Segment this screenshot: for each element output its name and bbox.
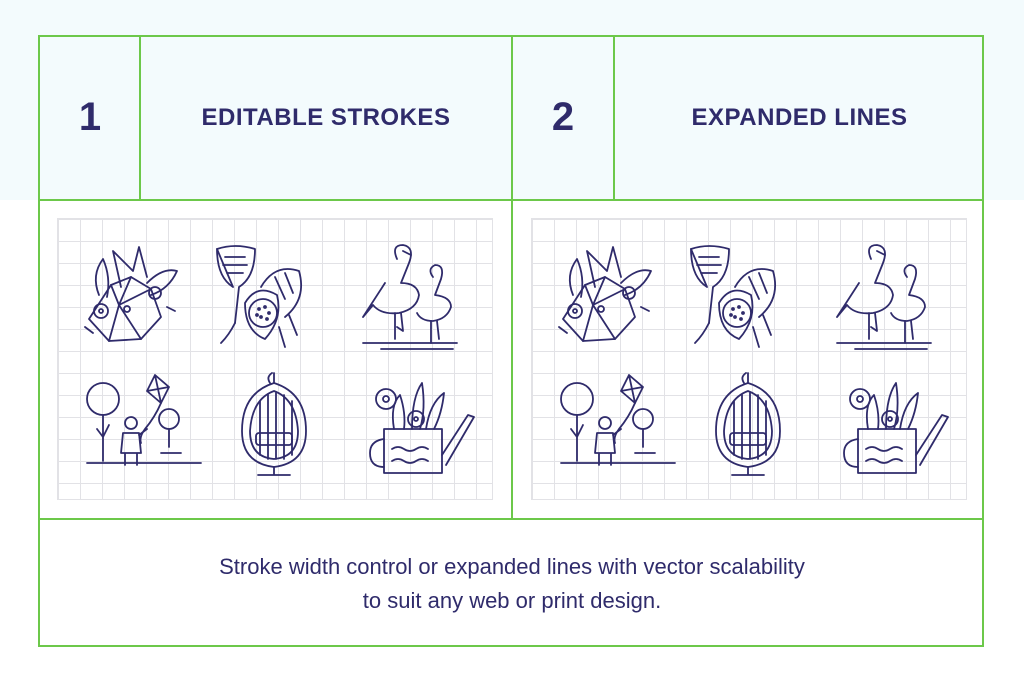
flower-bouquet-icon xyxy=(558,246,652,342)
divider xyxy=(511,35,513,520)
divider xyxy=(139,35,141,200)
watering-can-planter-icon xyxy=(369,382,475,474)
hanging-egg-chair-icon xyxy=(715,372,781,476)
divider xyxy=(38,199,984,201)
child-with-kite-icon xyxy=(86,374,202,466)
flamingos-icon xyxy=(836,244,932,350)
divider xyxy=(613,35,615,200)
lotus-leaves-icon xyxy=(216,245,303,348)
section-2-number: 2 xyxy=(551,95,575,139)
section-1-title: EDITABLE STROKES xyxy=(201,103,451,131)
flower-bouquet-icon xyxy=(84,246,178,342)
divider xyxy=(38,518,984,520)
icon-grid-expanded xyxy=(531,218,967,500)
flamingos-icon xyxy=(362,244,458,350)
footer-line-2: to suit any web or print design. xyxy=(362,588,662,613)
hanging-egg-chair-icon xyxy=(241,372,307,476)
footer-description: Stroke width control or expanded lines w… xyxy=(40,522,984,646)
footer-line-1: Stroke width control or expanded lines w… xyxy=(219,554,805,579)
lotus-leaves-icon xyxy=(690,245,777,348)
section-1-number: 1 xyxy=(78,95,102,139)
icon-grid-editable xyxy=(57,218,493,500)
child-with-kite-icon xyxy=(560,374,676,466)
watering-can-planter-icon xyxy=(843,382,949,474)
section-2-title: EXPANDED LINES xyxy=(691,103,908,131)
